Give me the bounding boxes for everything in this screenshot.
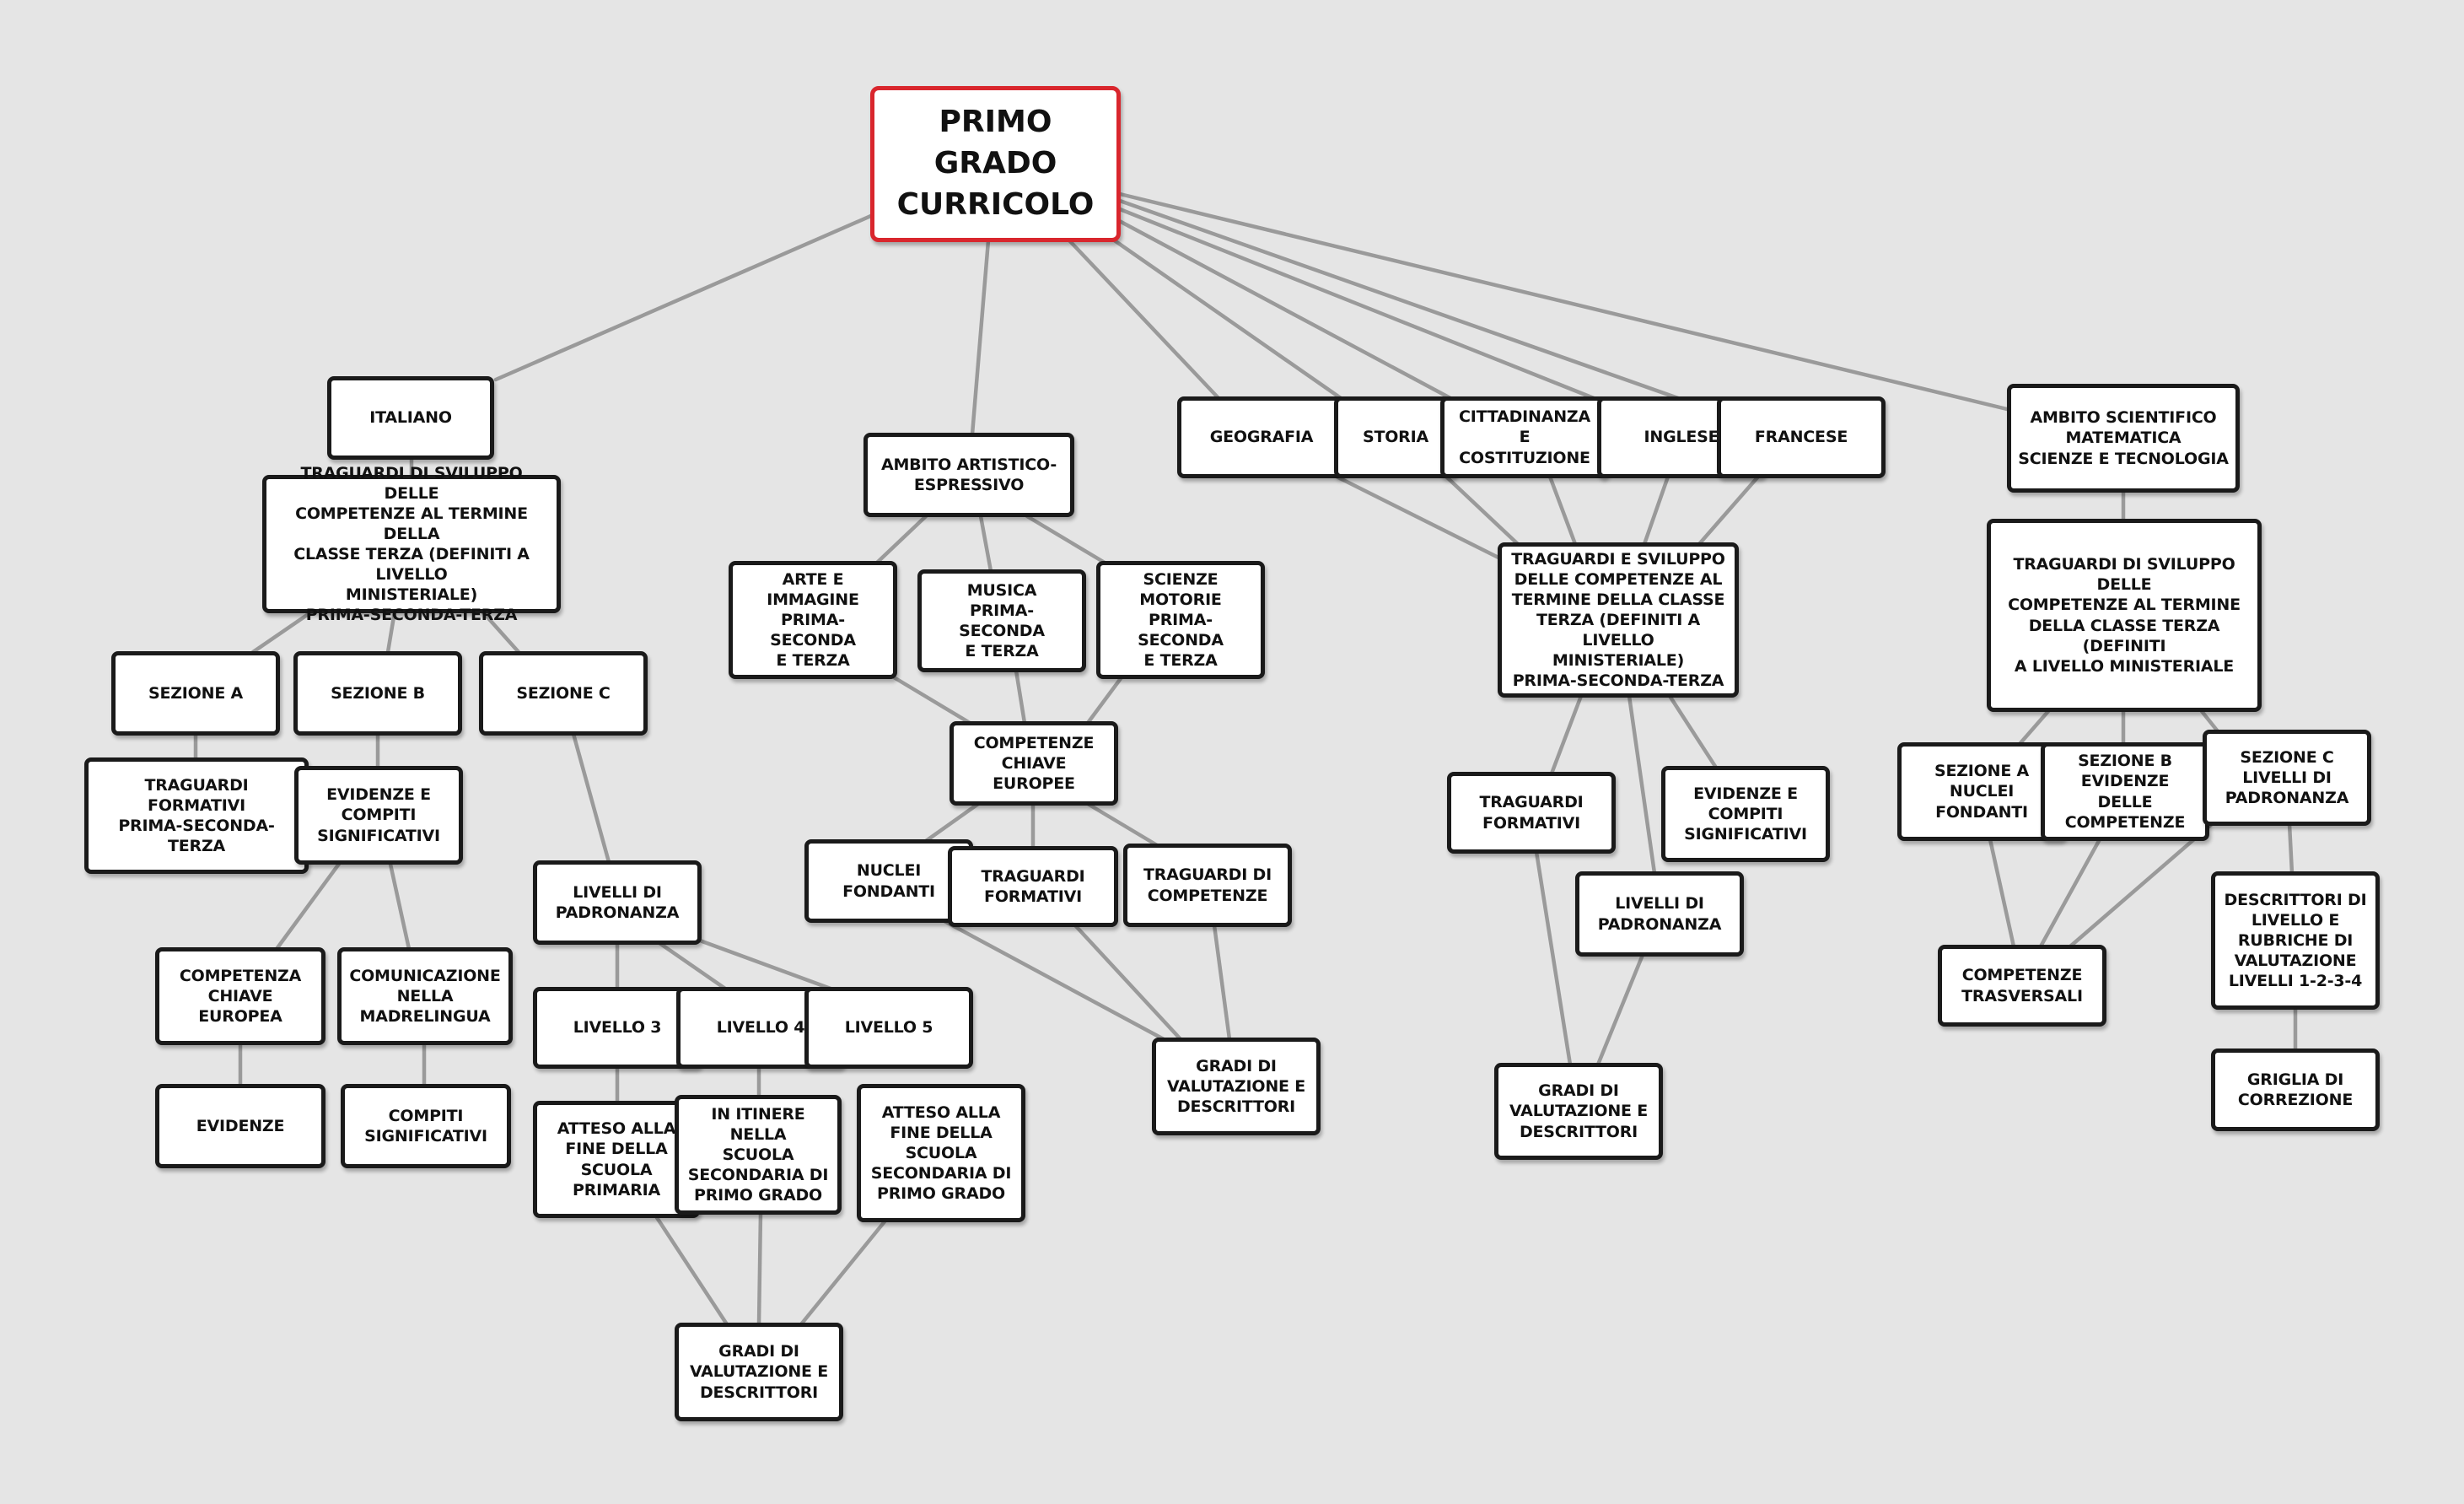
artistico-competenze-chiave-node[interactable]: COMPETENZE CHIAVE EUROPEE (950, 721, 1118, 806)
scienze-motorie-node[interactable]: SCIENZE MOTORIE PRIMA-SECONDA E TERZA (1096, 561, 1265, 679)
scientifico-traguardi-node[interactable]: TRAGUARDI DI SVILUPPO DELLE COMPETENZE A… (1987, 519, 2262, 712)
edge (1111, 215, 1453, 401)
musica-node[interactable]: MUSICA PRIMA-SECONDA E TERZA (917, 569, 1086, 672)
scientifico-descrittori-node[interactable]: DESCRITTORI DI LIVELLO E RUBRICHE DI VAL… (2211, 871, 2380, 1010)
edge (2068, 820, 2216, 949)
italiano-atteso-secondaria-node[interactable]: ATTESO ALLA FINE DELLA SCUOLA SECONDARIA… (857, 1084, 1025, 1222)
artistico-traguardi-competenze-node[interactable]: TRAGUARDI DI COMPETENZE (1123, 844, 1292, 927)
edge (1547, 474, 1578, 547)
edge (274, 858, 344, 951)
mid-livelli-padronanza-node[interactable]: LIVELLI DI PADRONANZA (1575, 871, 1744, 957)
edge (385, 609, 397, 655)
edge (1212, 923, 1232, 1042)
italiano-livello-3-node[interactable]: LIVELLO 3 (533, 987, 702, 1069)
edge (1627, 693, 1657, 876)
edge (1025, 514, 1107, 565)
italiano-traguardi-node[interactable]: TRAGUARDI DI SVILUPPO DELLE COMPETENZE A… (262, 464, 561, 624)
edge (657, 941, 728, 991)
italiano-livelli-padronanza-node[interactable]: LIVELLI DI PADRONANZA (533, 860, 702, 945)
storia-node[interactable]: STORIA (1334, 396, 1457, 478)
italiano-evidenze-node[interactable]: EVIDENZE (155, 1084, 325, 1168)
edge (923, 801, 981, 844)
edge (250, 609, 315, 655)
geografia-node[interactable]: GEOGRAFIA (1177, 396, 1346, 478)
edge (1642, 474, 1670, 547)
edge (799, 1218, 888, 1327)
edge (1667, 693, 1719, 770)
edge (2287, 822, 2295, 876)
edge (1117, 207, 1596, 401)
edge (571, 731, 611, 865)
edge (1595, 952, 1645, 1067)
italiano-sezione-b-node[interactable]: SEZIONE B (293, 651, 462, 736)
root-node[interactable]: PRIMO GRADO CURRICOLO (870, 86, 1121, 242)
edge (891, 675, 972, 725)
scientifico-sezione-a-node[interactable]: SEZIONE A NUCLEI FONDANTI (1897, 742, 2066, 841)
edge (493, 213, 875, 382)
edge (387, 858, 412, 951)
italiano-traguardi-formativi-node[interactable]: TRAGUARDI FORMATIVI PRIMA-SECONDA-TERZA (84, 757, 309, 874)
edge (1334, 474, 1508, 563)
italiano-sezione-a-node[interactable]: SEZIONE A (111, 651, 280, 736)
edge (2198, 708, 2220, 734)
edge (1697, 474, 1761, 547)
edge (1444, 474, 1520, 547)
edge (1117, 198, 1681, 401)
edge (942, 919, 1166, 1042)
scientifico-griglia-correzione-node[interactable]: GRIGLIA DI CORREZIONE (2211, 1048, 2380, 1131)
italiano-evidenze-compiti-node[interactable]: EVIDENZE E COMPITI SIGNIFICATIVI (294, 766, 463, 865)
italiano-node[interactable]: ITALIANO (327, 376, 494, 460)
scientifico-sezione-c-node[interactable]: SEZIONE C LIVELLI DI PADRONANZA (2203, 730, 2371, 826)
mid-evidenze-compiti-node[interactable]: EVIDENZE E COMPITI SIGNIFICATIVI (1661, 766, 1830, 862)
edge (1549, 693, 1584, 776)
edge (1534, 849, 1573, 1067)
cittadinanza-node[interactable]: CITTADINANZA E COSTITUZIONE (1440, 396, 1609, 478)
edge (1085, 801, 1159, 848)
edge (2038, 837, 2102, 949)
edge (1073, 923, 1183, 1042)
italiano-in-itinere-node[interactable]: IN ITINERE NELLA SCUOLA SECONDARIA DI PR… (675, 1095, 842, 1215)
italiano-comunicazione-node[interactable]: COMUNICAZIONE NELLA MADRELINGUA (337, 947, 513, 1045)
italiano-gradi-valutazione-node[interactable]: GRADI DI VALUTAZIONE E DESCRITTORI (675, 1323, 843, 1421)
artistico-traguardi-formativi-node[interactable]: TRAGUARDI FORMATIVI (948, 846, 1118, 927)
scientifico-node[interactable]: AMBITO SCIENTIFICO MATEMATICA SCIENZE E … (2007, 384, 2240, 493)
edge (1988, 837, 2016, 949)
edge (970, 238, 991, 437)
artistico-node[interactable]: AMBITO ARTISTICO- ESPRESSIVO (863, 433, 1074, 517)
edge (978, 514, 993, 574)
edge (1117, 191, 2009, 412)
edge (1094, 225, 1343, 401)
artistico-gradi-valutazione-node[interactable]: GRADI DI VALUTAZIONE E DESCRITTORI (1152, 1038, 1321, 1135)
edge (480, 609, 521, 655)
edge (1067, 238, 1221, 401)
artistico-nuclei-fondanti-node[interactable]: NUCLEI FONDANTI (804, 839, 973, 923)
scientifico-competenze-trasversali-node[interactable]: COMPETENZE TRASVERSALI (1938, 945, 2106, 1027)
francese-node[interactable]: FRANCESE (1717, 396, 1886, 478)
italiano-compiti-significativi-node[interactable]: COMPITI SIGNIFICATIVI (341, 1084, 511, 1168)
italiano-competenza-chiave-node[interactable]: COMPETENZA CHIAVE EUROPEA (155, 947, 325, 1045)
italiano-sezione-c-node[interactable]: SEZIONE C (479, 651, 648, 736)
arte-immagine-node[interactable]: ARTE E IMMAGINE PRIMA-SECONDA E TERZA (729, 561, 897, 679)
edge (697, 938, 833, 991)
edge (756, 1210, 763, 1327)
mid-traguardi-node[interactable]: TRAGUARDI E SVILUPPO DELLE COMPETENZE AL… (1498, 542, 1739, 698)
edge (2017, 708, 2052, 747)
edge (1014, 668, 1027, 725)
edge (874, 514, 928, 565)
edge (1085, 675, 1124, 725)
mid-gradi-valutazione-node[interactable]: GRADI DI VALUTAZIONE E DESCRITTORI (1494, 1063, 1663, 1160)
italiano-livello-5-node[interactable]: LIVELLO 5 (804, 987, 973, 1069)
mid-traguardi-formativi-node[interactable]: TRAGUARDI FORMATIVI (1447, 772, 1616, 854)
edge (654, 1214, 729, 1327)
scientifico-sezione-b-node[interactable]: SEZIONE B EVIDENZE DELLE COMPETENZE (2041, 742, 2209, 841)
